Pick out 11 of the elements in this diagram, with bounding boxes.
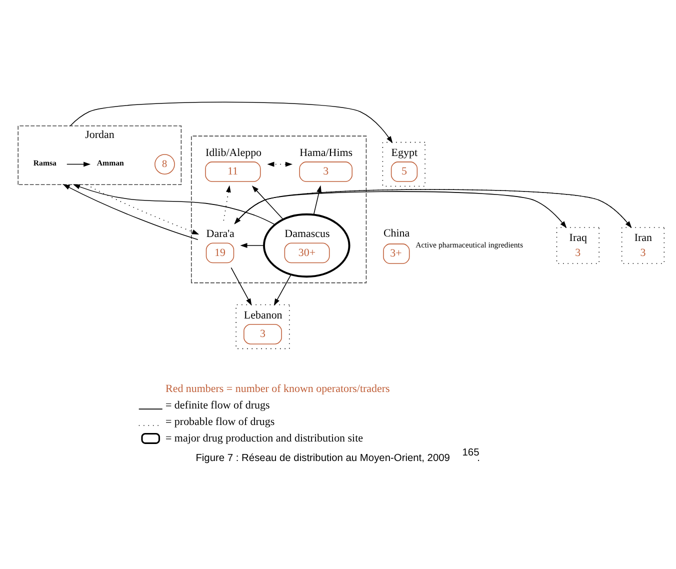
node-label: China [383, 226, 410, 239]
node-label: Active pharmaceutical ingredients [416, 240, 523, 249]
node-text: Amman [96, 158, 124, 167]
legend-label: = probable flow of drugs [166, 415, 275, 428]
node-text: Ramsa [33, 158, 56, 167]
legend-label: = major drug production and distribution site [166, 432, 364, 444]
node-label: Hama/Hims [300, 146, 353, 158]
legend-label: Red numbers = number of known operators/traders [166, 382, 390, 394]
node-label: Idlib/Aleppo [205, 146, 262, 158]
node-label: Dara'a [206, 228, 234, 240]
legend-label: = definite flow of drugs [166, 398, 270, 411]
